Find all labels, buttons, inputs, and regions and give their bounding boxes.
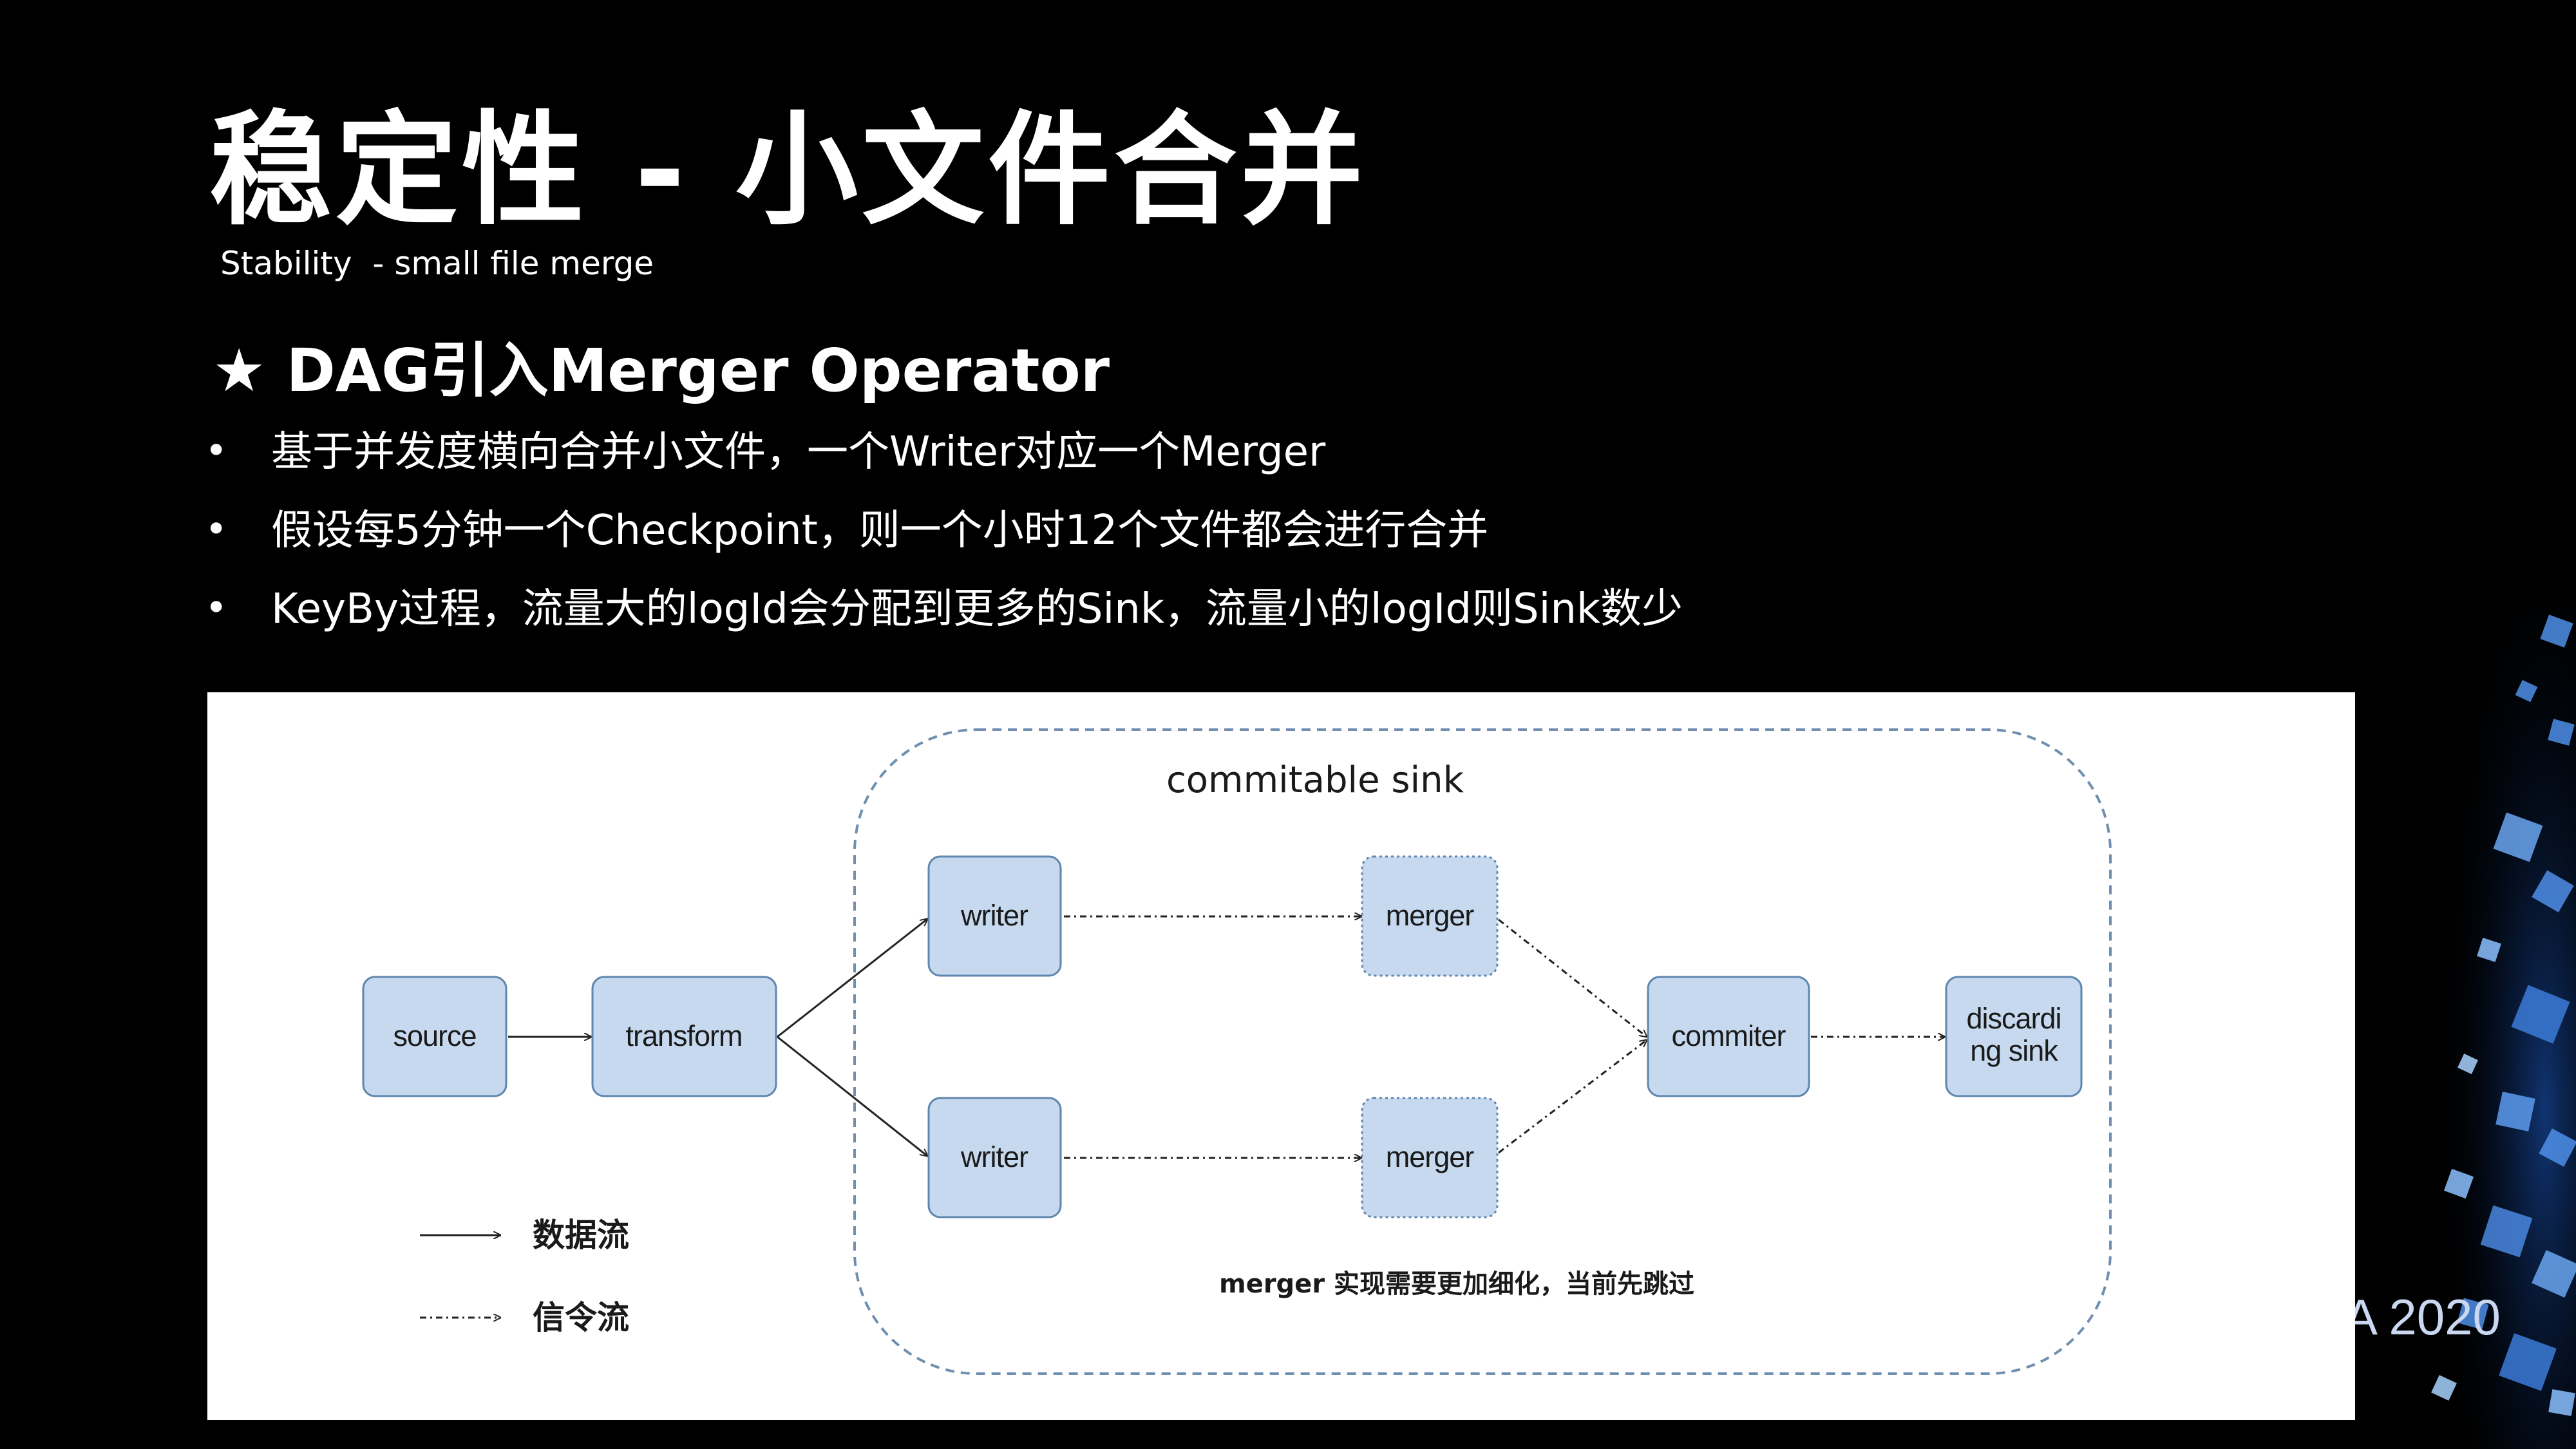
dag-diagram: commitable sink source	[362, 728, 2112, 1375]
section-heading: ★ DAG引入Merger Operator	[213, 336, 1110, 405]
node-merger-top-label: merger	[1386, 899, 1475, 932]
slide-subtitle: Stability - small file merge	[220, 245, 654, 282]
legend-data-flow-label: 数据流	[533, 1217, 629, 1254]
edge-merger-commiter-bottom	[1498, 1040, 1647, 1154]
diagram-panel: commitable sink source	[207, 692, 2355, 1420]
edge-merger-commiter-top	[1498, 918, 1647, 1037]
node-writer-top: writer	[927, 855, 1062, 977]
slide-title: 稳定性 - 小文件合并	[209, 99, 1367, 242]
node-discarding-sink-label-line1: discardi	[1966, 1002, 2061, 1035]
node-commiter: commiter	[1647, 976, 1810, 1097]
node-merger-bottom: merger	[1361, 1097, 1499, 1218]
commitable-sink-label: commitable sink	[1166, 759, 1464, 801]
bullet-icon: •	[205, 507, 228, 552]
bullet-list: • 基于并发度横向合并小文件，一个Writer对应一个Merger • 假设每5…	[205, 431, 1683, 667]
node-writer-bottom: writer	[927, 1097, 1062, 1218]
edge-transform-writer-top	[777, 919, 927, 1038]
bullet-item: • 基于并发度横向合并小文件，一个Writer对应一个Merger	[205, 431, 1683, 510]
edge-transform-writer-bottom	[777, 1036, 927, 1156]
bullet-text: 基于并发度横向合并小文件，一个Writer对应一个Merger	[271, 428, 1326, 476]
legend-signal-flow-label: 信令流	[533, 1299, 629, 1336]
node-transform-label: transform	[625, 1019, 742, 1052]
node-merger-bottom-label: merger	[1386, 1141, 1475, 1173]
node-discarding-sink: discardi ng sink	[1945, 976, 2083, 1097]
footer-year-text: A 2020	[2344, 1289, 2501, 1345]
node-writer-bottom-label: writer	[960, 1141, 1028, 1173]
bullet-item: • 假设每5分钟一个Checkpoint，则一个小时12个文件都会进行合并	[205, 510, 1683, 589]
node-merger-top: merger	[1361, 855, 1499, 977]
node-source: source	[362, 976, 507, 1097]
node-writer-top-label: writer	[960, 899, 1028, 932]
bullet-text: 假设每5分钟一个Checkpoint，则一个小时12个文件都会进行合并	[271, 507, 1489, 554]
diagram-note: merger 实现需要更加细化，当前先跳过	[1219, 1269, 1694, 1299]
bullet-icon: •	[205, 585, 228, 630]
node-transform: transform	[591, 976, 777, 1097]
legend: 数据流 信令流	[420, 1217, 629, 1336]
decorative-cubes-graphic	[2421, 605, 2576, 1449]
node-commiter-label: commiter	[1671, 1019, 1786, 1052]
bullet-icon: •	[205, 428, 228, 473]
node-source-label: source	[393, 1019, 476, 1052]
bullet-text: KeyBy过程，流量大的logId会分配到更多的Sink，流量小的logId则S…	[271, 585, 1683, 633]
node-discarding-sink-label-line2: ng sink	[1970, 1034, 2058, 1067]
bullet-item: • KeyBy过程，流量大的logId会分配到更多的Sink，流量小的logId…	[205, 589, 1683, 667]
